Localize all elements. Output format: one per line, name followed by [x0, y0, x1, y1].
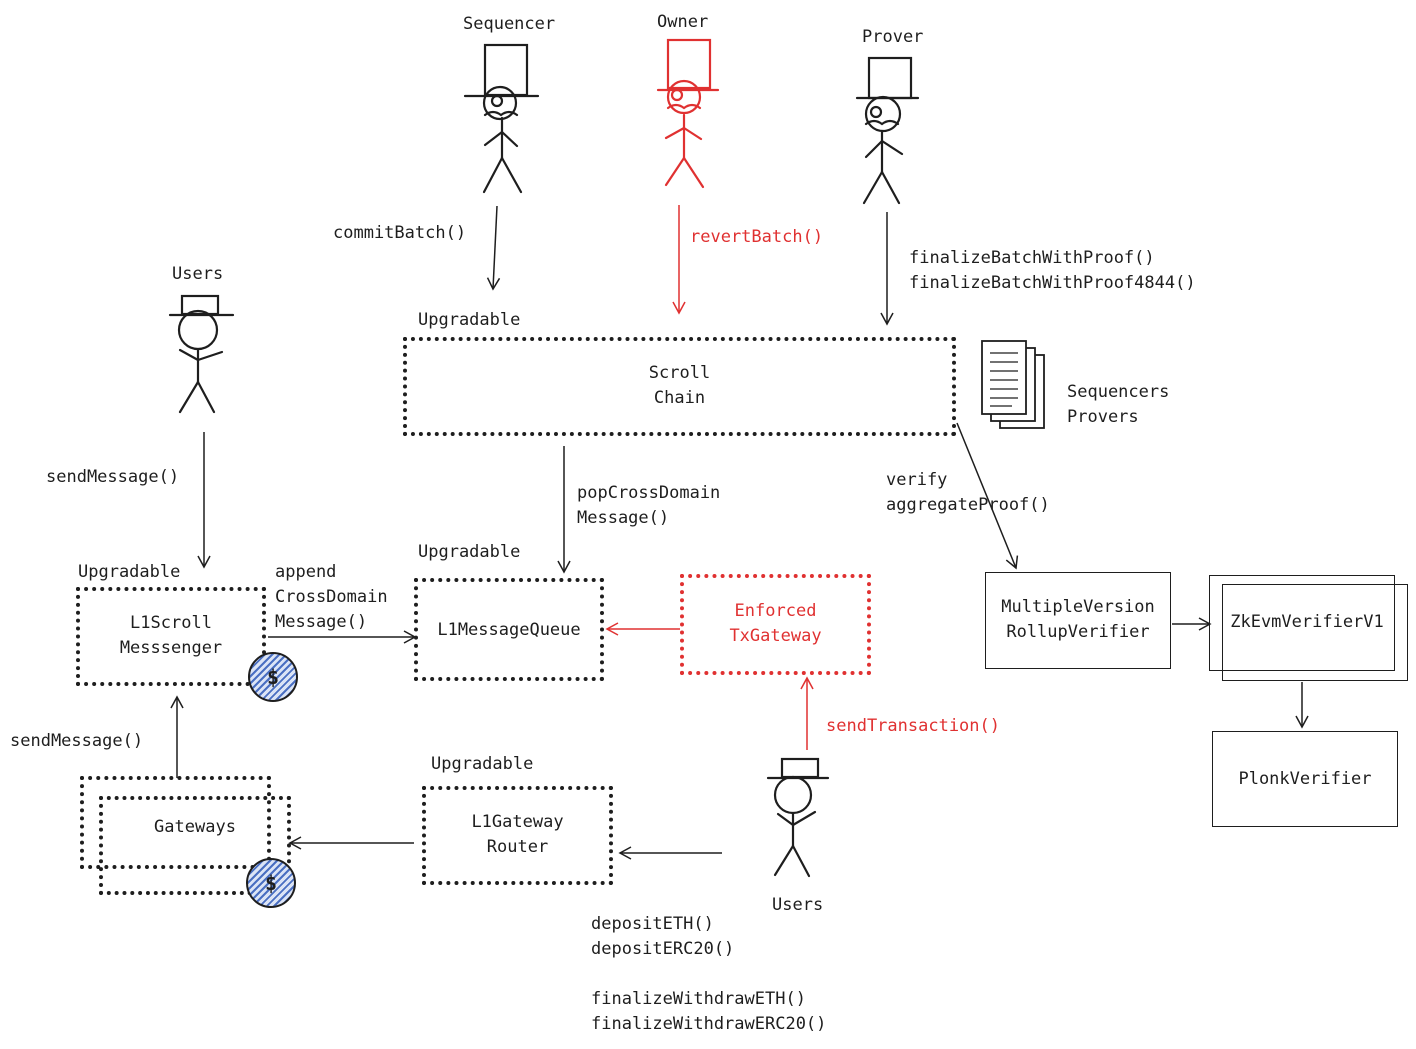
users-top-label: Users: [172, 264, 224, 284]
verify-aggregate-label: verify aggregateProof(): [886, 470, 1050, 515]
sequencers-provers-note: Sequencers Provers: [1067, 382, 1170, 427]
plonk-verifier-box[interactable]: PlonkVerifier: [1212, 731, 1398, 827]
upgradable-tag-messenger: Upgradable: [78, 562, 181, 582]
document-stack-icon: [981, 340, 1045, 429]
enforced-tx-gateway-box[interactable]: Enforced TxGateway: [680, 574, 871, 675]
l1-gateway-router-box[interactable]: L1Gateway Router: [422, 786, 613, 885]
zkevm-verifier-label: ZkEvmVerifierV1: [1230, 612, 1384, 632]
send-message-left-label: sendMessage(): [10, 731, 144, 751]
users-top-actor-icon: [168, 294, 235, 414]
pop-cross-domain-label: popCrossDomain Message(): [577, 483, 721, 528]
sequencer-label: Sequencer: [463, 14, 556, 34]
scroll-chain-box[interactable]: Scroll Chain: [403, 337, 956, 436]
prover-actor-icon: [855, 56, 920, 205]
gateways-box[interactable]: Gateways: [99, 796, 291, 895]
sequencer-actor-icon: [463, 43, 540, 194]
messenger-dollar-escrow-icon: $: [248, 652, 298, 702]
enforced-tx-gateway-label: Enforced TxGateway: [729, 601, 822, 646]
append-cross-domain-label: append CrossDomain Message(): [275, 562, 388, 632]
owner-label: Owner: [657, 12, 709, 32]
commit-batch-arrow: [486, 205, 501, 291]
multiple-version-verifier-box[interactable]: MultipleVersion RollupVerifier: [985, 572, 1171, 669]
l1-gateway-router-label: L1Gateway Router: [471, 812, 564, 857]
gateways-dollar-escrow-icon: $: [246, 858, 296, 908]
l1-scroll-messenger-label: L1Scroll Messsenger: [119, 613, 223, 658]
l1-message-queue-box[interactable]: L1MessageQueue: [414, 578, 604, 681]
plonk-verifier-label: PlonkVerifier: [1238, 769, 1372, 789]
l1-message-queue-label: L1MessageQueue: [437, 620, 581, 640]
gateways-box-back: [80, 776, 271, 869]
send-transaction-label: sendTransaction(): [826, 716, 1000, 736]
multiple-version-verifier-label: MultipleVersion RollupVerifier: [1001, 597, 1155, 642]
upgradable-tag-chain: Upgradable: [418, 310, 521, 330]
deposit-functions-label: depositETH() depositERC20() finalizeWith…: [591, 914, 827, 1034]
finalize-batch-label: finalizeBatchWithProof() finalizeBatchWi…: [909, 248, 1196, 293]
commit-batch-label: commitBatch(): [333, 223, 467, 243]
zkevm-verifier-box[interactable]: ZkEvmVerifierV1: [1222, 584, 1408, 681]
l1-scroll-messenger-box[interactable]: L1Scroll Messsenger: [76, 587, 266, 686]
gateways-label: Gateways: [154, 817, 236, 837]
revert-batch-label: revertBatch(): [690, 227, 824, 247]
send-message-top-label: sendMessage(): [46, 467, 180, 487]
escrow-symbol: $: [264, 871, 278, 895]
upgradable-tag-queue: Upgradable: [418, 542, 521, 562]
verify-proof-arrow: [956, 422, 1019, 570]
zkevm-verifier-box-back: [1209, 575, 1395, 671]
prover-label: Prover: [862, 27, 924, 47]
escrow-symbol: $: [266, 665, 280, 689]
users-bottom-actor-icon: [766, 757, 830, 878]
owner-actor-icon: [656, 38, 720, 189]
scroll-chain-label: Scroll Chain: [648, 363, 711, 408]
users-bottom-label: Users: [772, 895, 824, 915]
upgradable-tag-router: Upgradable: [431, 754, 534, 774]
